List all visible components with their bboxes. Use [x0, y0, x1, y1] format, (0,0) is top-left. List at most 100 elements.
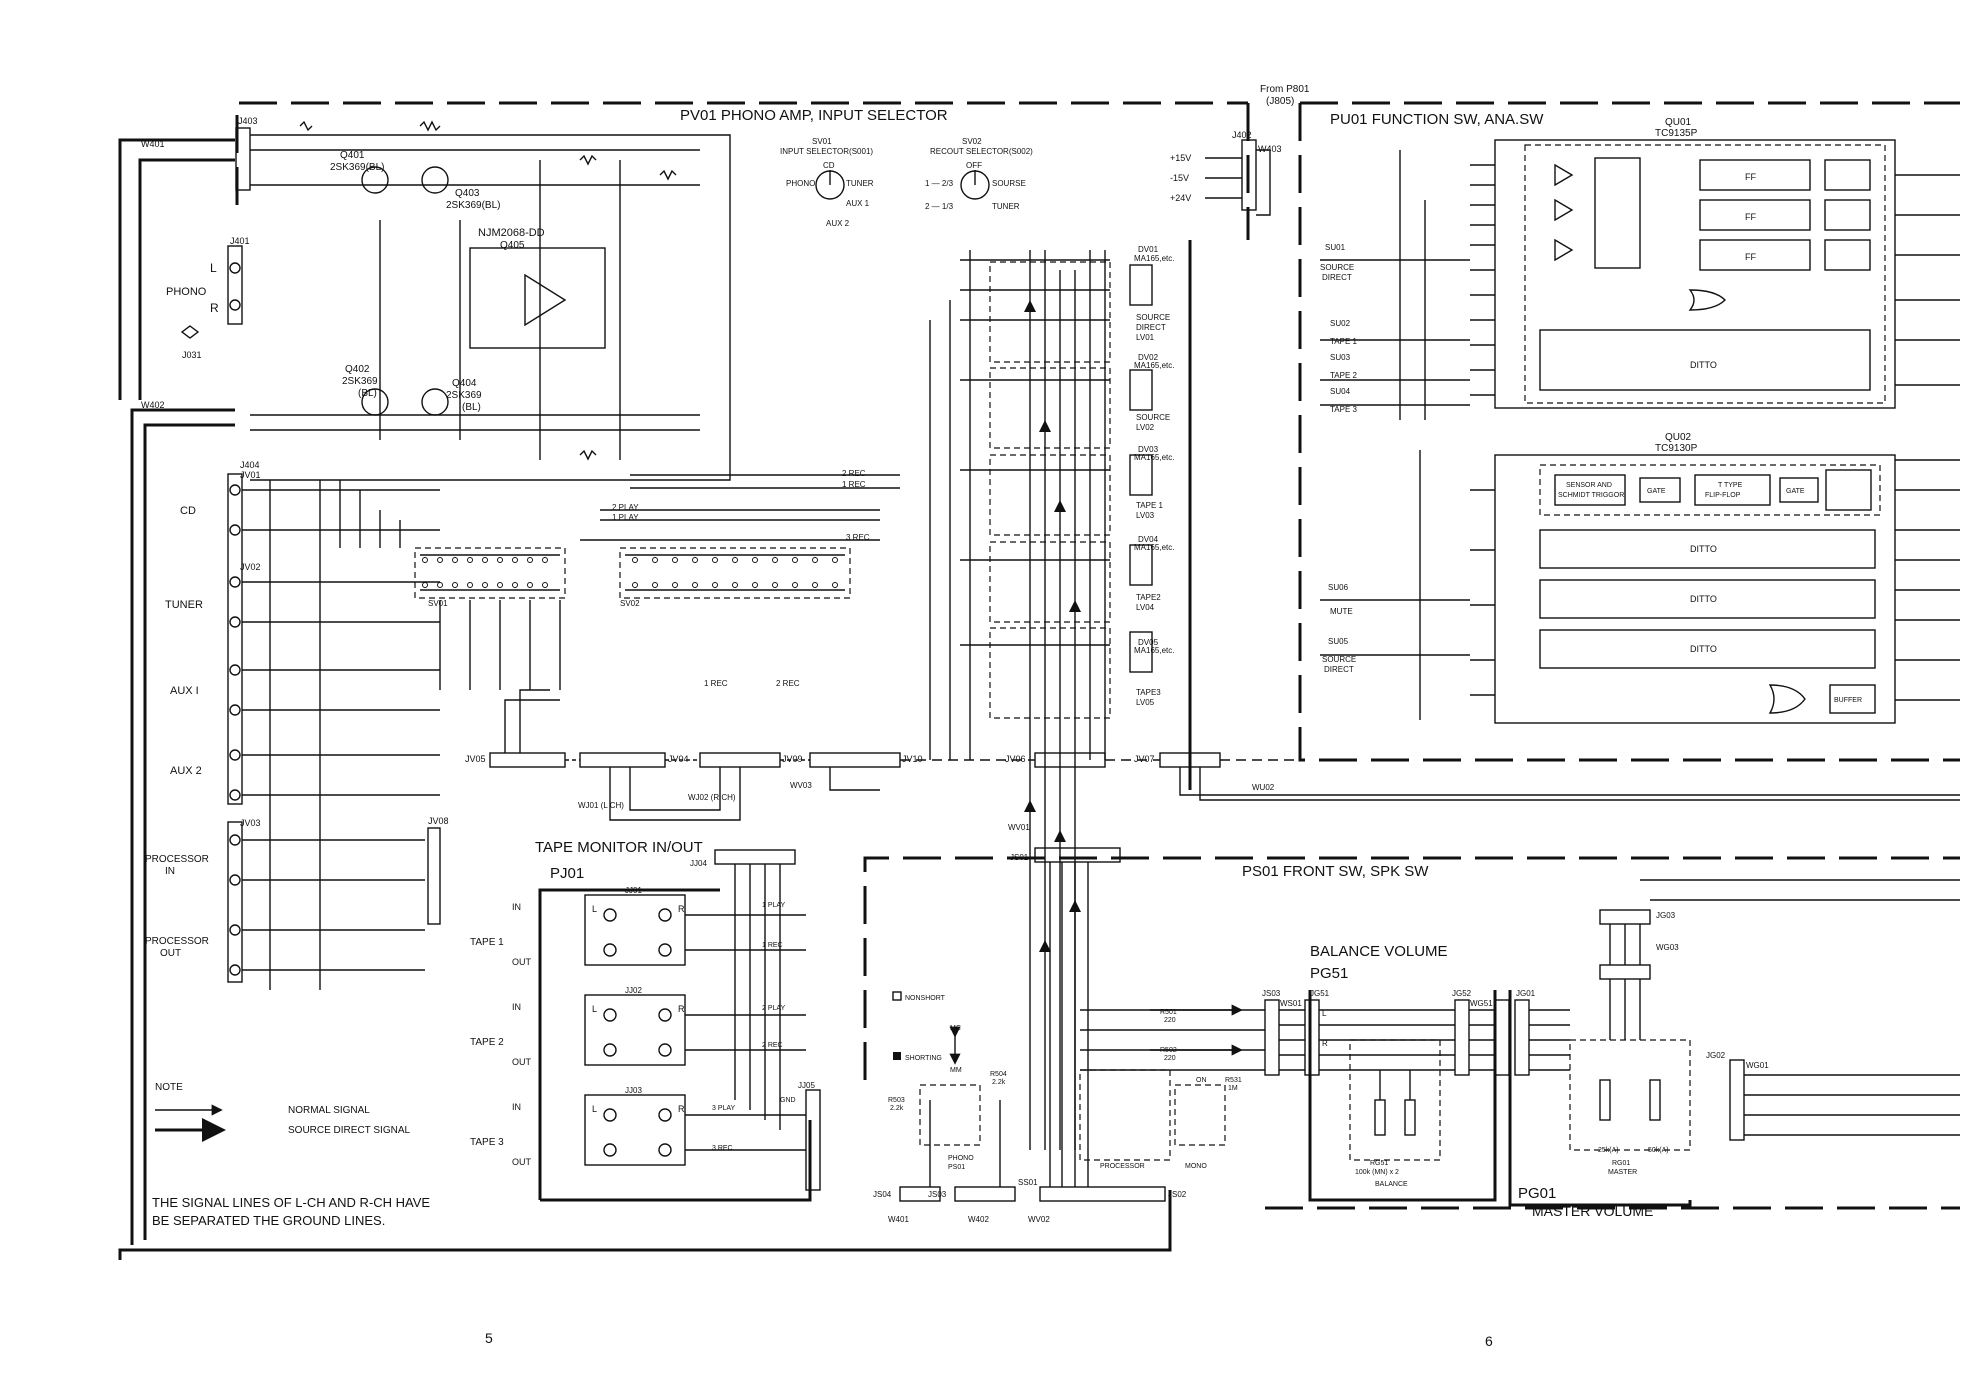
- ff-label-3: FF: [1745, 252, 1756, 262]
- tape3-out: OUT: [512, 1157, 532, 1167]
- wv01-label: WV01: [1008, 823, 1030, 832]
- dv01-part: MA165,etc.: [1134, 254, 1174, 263]
- jv03-label: JV03: [240, 818, 261, 828]
- note-text-1: THE SIGNAL LINES OF L-CH AND R-CH HAVE: [152, 1195, 430, 1210]
- ff-label-2: FF: [1745, 212, 1756, 222]
- q404-grade: (BL): [462, 402, 481, 413]
- su03-label: SU03: [1330, 353, 1351, 362]
- jj01-r: R: [678, 904, 685, 914]
- jg01-label: JG01: [1516, 989, 1536, 998]
- su04-tape: TAPE 3: [1330, 405, 1358, 414]
- qu02-ic: QU02 TC9130P SENSOR AND SCHMIDT TRIGGOR …: [1320, 432, 1960, 724]
- ditto-label-3: DITTO: [1690, 594, 1717, 604]
- wj01-label: WJ01 (L CH): [578, 801, 624, 810]
- jv01-label: JV01: [240, 470, 261, 480]
- sv02-2-13: 2 — 1/3: [925, 202, 954, 211]
- w403-label: W403: [1258, 144, 1282, 154]
- wv01-connector: WV01 JS01: [1008, 823, 1121, 863]
- ditto-label-1: DITTO: [1690, 360, 1717, 370]
- wg51-label: WG51: [1470, 999, 1493, 1008]
- lv04-b: LV04: [1136, 603, 1155, 612]
- ditto-label-4: DITTO: [1690, 644, 1717, 654]
- su01-label: SU01: [1325, 243, 1346, 252]
- r531-value: 1M: [1228, 1085, 1238, 1092]
- normal-signal-label: NORMAL SIGNAL: [288, 1105, 370, 1116]
- lv02-b: LV02: [1136, 423, 1155, 432]
- q402-part: 2SK369: [342, 376, 378, 387]
- j404-label: J404: [240, 460, 260, 470]
- rec2-label-a: 2 REC: [842, 469, 866, 478]
- wu02-label: WU02: [1252, 783, 1275, 792]
- tape-monitor-title: TAPE MONITOR IN/OUT: [535, 839, 703, 856]
- rg01-sub: MASTER: [1608, 1169, 1637, 1176]
- dv03-part: MA165,etc.: [1134, 453, 1174, 462]
- lv03-a: TAPE 1: [1136, 501, 1164, 510]
- balance-sub: BALANCE: [1375, 1181, 1408, 1188]
- play2-label-a: 2 PLAY: [612, 503, 639, 512]
- jg51-label: JG51: [1310, 989, 1330, 998]
- supply-plus24: +24V: [1170, 193, 1191, 203]
- tape1-label: TAPE 1: [470, 937, 504, 948]
- q404-label: Q404: [452, 378, 477, 389]
- w401-label: W401: [141, 139, 165, 149]
- tape2-out: OUT: [512, 1057, 532, 1067]
- w402-bottom: W402: [968, 1215, 989, 1224]
- dv05-part: MA165,etc.: [1134, 646, 1174, 655]
- panel-borders: [235, 101, 1960, 1210]
- sv01-phono: PHONO: [786, 179, 815, 188]
- jj03-r: R: [678, 1104, 685, 1114]
- tape2-in: IN: [512, 1002, 521, 1012]
- qu02-part: TC9130P: [1655, 443, 1698, 454]
- jj02-label: JJ02: [625, 986, 642, 995]
- su06-mute: MUTE: [1330, 607, 1353, 616]
- qu01-part: TC9135P: [1655, 128, 1698, 139]
- wv03-label: WV03: [790, 781, 812, 790]
- phono-l: L: [210, 261, 217, 275]
- j403-label: J403: [238, 116, 258, 126]
- lv01-c: LV01: [1136, 333, 1155, 342]
- sv02-tuner: TUNER: [992, 202, 1020, 211]
- pj-2rec: 2 REC: [762, 1042, 783, 1049]
- sv02-source: SOURSE: [992, 179, 1026, 188]
- qu01-ic: QU01 TC9135P FF FF FF DITTO: [1320, 117, 1960, 420]
- ps01-title: PS01 FRONT SW, SPK SW: [1242, 863, 1429, 880]
- ss01-label: SS01: [1018, 1178, 1038, 1187]
- jv05-label: JV05: [465, 754, 486, 764]
- sv01-aux2: AUX 2: [826, 219, 850, 228]
- pg01-label: PG01: [1518, 1185, 1556, 1202]
- sv01-sub: INPUT SELECTOR(S001): [780, 147, 873, 156]
- dv05-label: DV05: [1138, 638, 1159, 647]
- r501-label: R501: [1160, 1009, 1177, 1016]
- jv02-label: JV02: [240, 562, 261, 572]
- sv02-off: OFF: [966, 161, 982, 170]
- q404-part: 2SK369: [446, 390, 482, 401]
- balance-title: BALANCE VOLUME: [1310, 943, 1448, 960]
- phono-label: PHONO: [166, 286, 207, 298]
- power-connector: J402 W403 +15V -15V +24V: [1170, 130, 1282, 216]
- buffer-label: BUFFER: [1834, 697, 1862, 704]
- r503-value: 2.2k: [890, 1105, 904, 1112]
- dv04-label: DV04: [1138, 535, 1159, 544]
- source-direct-label: SOURCE DIRECT SIGNAL: [288, 1125, 410, 1136]
- su01-source: SOURCE: [1320, 263, 1354, 272]
- pg51-r-1: R: [1322, 1039, 1328, 1048]
- connector-row: JV05 JV04 JV09 JV10 JV06 JV07 WJ01 (L CH…: [465, 689, 1960, 821]
- jg52-label: JG52: [1452, 989, 1472, 998]
- shorting-label: SHORTING: [905, 1055, 942, 1062]
- su02-label: SU02: [1330, 319, 1351, 328]
- q401-part: 2SK369(BL): [330, 162, 384, 173]
- jv10-label: JV10: [902, 754, 923, 764]
- aux1-label: AUX I: [170, 685, 199, 697]
- su04-label: SU04: [1330, 387, 1351, 396]
- play1-label-a: 1 PLAY: [612, 513, 639, 522]
- jg02-label: JG02: [1706, 1051, 1726, 1060]
- selector-knobs: SV01 INPUT SELECTOR(S001) CD PHONO TUNER…: [780, 137, 1033, 228]
- sv01-block-label: SV01: [428, 599, 448, 608]
- r501-value: 220: [1164, 1017, 1176, 1024]
- j402-label: J402: [1232, 130, 1252, 140]
- w401-bottom: W401: [888, 1215, 909, 1224]
- sv02-1-23: 1 — 2/3: [925, 179, 954, 188]
- jj03-l: L: [592, 1104, 597, 1114]
- balance-volume-section: BALANCE VOLUME PG51 JS03 WS01 JG51 JG52 …: [1262, 943, 1510, 1202]
